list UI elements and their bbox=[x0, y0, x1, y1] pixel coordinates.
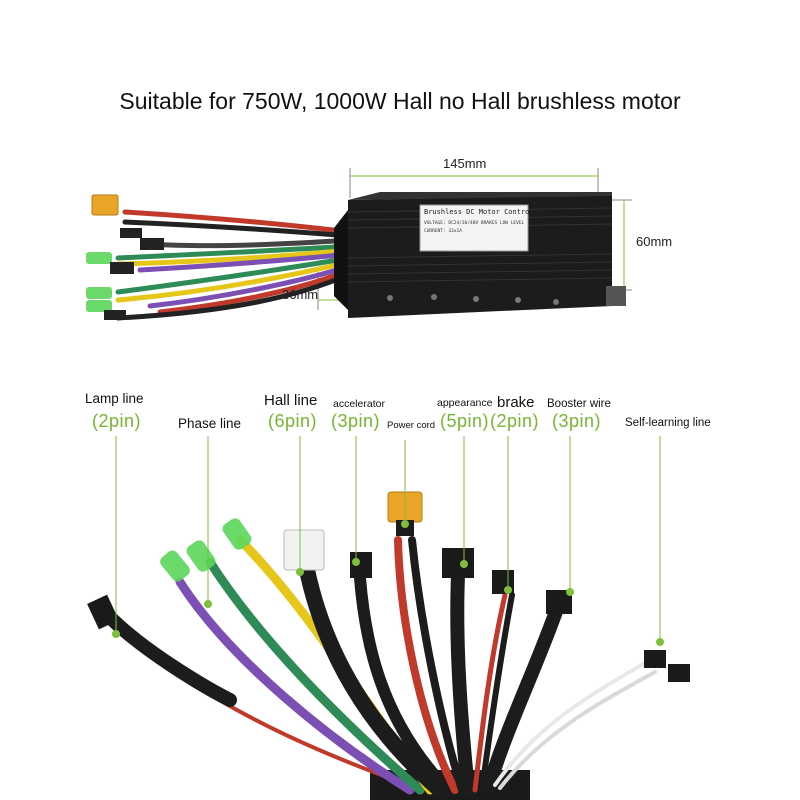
callout-booster-wire-pins: (3pin) bbox=[552, 411, 602, 431]
controller-connectors bbox=[86, 194, 164, 320]
callout-appearance-pins: (5pin) bbox=[440, 411, 490, 431]
callout-self-learning-label: Self-learning line bbox=[625, 417, 711, 429]
dimension-height: 60mm bbox=[636, 234, 673, 249]
dimension-length: 145mm bbox=[443, 156, 487, 171]
callout-accelerator-label: accelerator bbox=[333, 398, 385, 410]
controller-label-line1: Brushless DC Motor Controller bbox=[424, 208, 547, 216]
callout-brake-pins: (2pin) bbox=[490, 411, 540, 431]
controller-body bbox=[334, 192, 626, 318]
callout-hall-line-label: Hall line bbox=[264, 392, 318, 409]
callout-lamp-line-pins: (2pin) bbox=[92, 411, 142, 431]
wiring-harness bbox=[98, 535, 657, 800]
page-title: Suitable for 750W, 1000W Hall no Hall br… bbox=[119, 88, 681, 114]
controller-wires bbox=[115, 209, 353, 321]
callout-appearance-label: appearance bbox=[437, 397, 493, 409]
callout-lamp-line-label: Lamp line bbox=[85, 391, 144, 406]
callout-leaders bbox=[112, 436, 664, 646]
controller-label-line3: CURRENT: 32±1A bbox=[424, 229, 462, 234]
controller-label-line2: VOLTAGE: DC24/36/48V BRAKES LOW LEVEL bbox=[424, 221, 525, 226]
wiring-connectors bbox=[87, 491, 690, 682]
dimension-depth: 36mm bbox=[282, 287, 319, 302]
callout-accelerator-pins: (3pin) bbox=[331, 411, 381, 431]
callout-brake-label: brake bbox=[497, 394, 535, 411]
callout-hall-line-pins: (6pin) bbox=[268, 411, 318, 431]
callout-booster-wire-label: Booster wire bbox=[547, 398, 611, 410]
callout-power-cord-label: Power cord bbox=[387, 420, 436, 431]
callout-phase-line-label: Phase line bbox=[178, 416, 242, 431]
